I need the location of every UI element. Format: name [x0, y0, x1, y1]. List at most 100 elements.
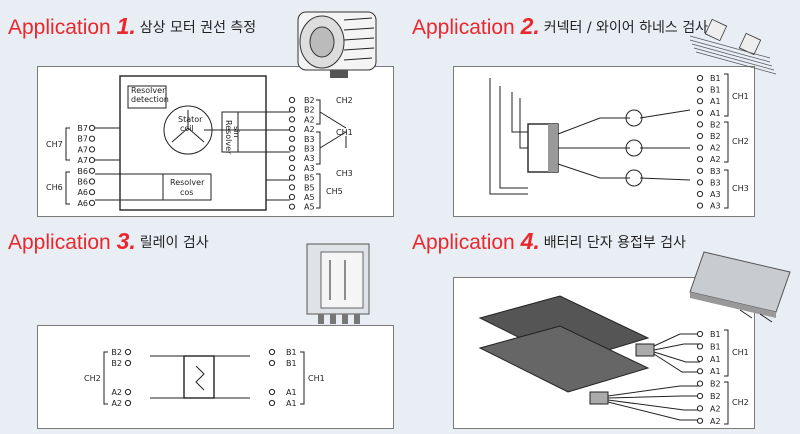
- svg-text:cos: cos: [180, 188, 193, 197]
- pin-label: A1: [710, 367, 721, 376]
- pin-label: A2: [710, 155, 721, 164]
- pin-label: B1: [710, 330, 721, 339]
- app3-panel: [37, 325, 394, 429]
- pin-terminal: [288, 184, 296, 191]
- pin-terminal: [696, 86, 704, 93]
- pin-terminal: [696, 202, 704, 209]
- pin-terminal: [696, 368, 704, 375]
- pin-terminal: [88, 124, 96, 132]
- pin-label: A2: [710, 144, 721, 153]
- svg-text:CH7: CH7: [46, 140, 63, 149]
- pin-label: B1: [710, 342, 721, 351]
- pin-terminal: [124, 399, 132, 407]
- svg-text:Resolver: Resolver: [170, 178, 205, 187]
- pin-label: B1: [286, 359, 297, 368]
- pin-terminal: [88, 199, 96, 206]
- svg-text:Stator: Stator: [178, 115, 203, 124]
- pin-label: B2: [304, 96, 315, 105]
- pin-terminal: [696, 355, 704, 362]
- pin-terminal: [288, 126, 296, 133]
- battery-illustration: [689, 251, 791, 323]
- pin-terminal: [288, 155, 296, 162]
- pin-label: B2: [304, 106, 315, 115]
- pin-terminal: [288, 145, 296, 152]
- pin-terminal: [268, 388, 276, 396]
- pin-label: A1: [286, 388, 297, 397]
- pin-terminal: [288, 203, 296, 210]
- svg-text:coil: coil: [180, 124, 194, 133]
- pin-label: A2: [111, 388, 122, 397]
- pin-label: B7: [77, 135, 88, 144]
- pin-label: B5: [304, 174, 315, 183]
- app2-title: Application 2.커넥터 / 와이어 하네스 검사: [412, 13, 708, 39]
- pin-label: B7: [77, 124, 88, 133]
- pin-label: A1: [710, 355, 721, 364]
- pin-terminal: [268, 359, 276, 367]
- pin-terminal: [696, 392, 704, 400]
- pin-label: B2: [710, 120, 721, 129]
- pin-terminal: [696, 144, 704, 151]
- svg-text:CH1: CH1: [732, 348, 749, 357]
- pin-terminal: [88, 189, 96, 196]
- app3-title: Application 3.릴레이 검사: [8, 228, 209, 254]
- pin-label: B2: [710, 380, 721, 389]
- pin-label: A6: [77, 199, 88, 208]
- pin-terminal: [268, 348, 276, 356]
- pin-terminal: [696, 98, 704, 105]
- pin-terminal: [288, 174, 296, 181]
- pin-terminal: [288, 135, 296, 142]
- pin-terminal: [696, 109, 704, 116]
- pin-terminal: [696, 343, 704, 350]
- pin-label: B1: [286, 348, 297, 357]
- pin-terminal: [88, 146, 96, 153]
- pin-label: A2: [111, 399, 122, 408]
- pin-terminal: [696, 74, 704, 82]
- pin-terminal: [288, 96, 296, 104]
- relay-illustration: [306, 243, 370, 324]
- pin-label: A3: [304, 164, 315, 173]
- pin-terminal: [696, 132, 704, 140]
- pin-terminal: [288, 106, 296, 113]
- pin-terminal: [124, 348, 132, 356]
- pin-label: A3: [304, 154, 315, 163]
- pin-label: A5: [304, 203, 315, 212]
- pin-label: A3: [710, 190, 721, 199]
- pin-label: B2: [111, 359, 122, 368]
- pin-terminal: [696, 156, 704, 163]
- svg-text:CH6: CH6: [46, 183, 63, 192]
- pin-label: A2: [304, 115, 315, 124]
- svg-text:CH2: CH2: [84, 374, 101, 383]
- app1-diagram: Resolver detection Stator coil Resolver …: [46, 75, 353, 212]
- pin-terminal: [88, 178, 96, 185]
- svg-text:CH2: CH2: [732, 137, 749, 146]
- pin-label: B2: [710, 392, 721, 401]
- pin-terminal: [696, 190, 704, 198]
- pin-terminal: [696, 179, 704, 186]
- pin-terminal: [288, 164, 296, 171]
- pin-label: A1: [710, 109, 721, 118]
- pin-terminal: [88, 167, 96, 174]
- pin-label: A3: [710, 202, 721, 211]
- pin-label: A2: [710, 417, 721, 426]
- pin-label: B2: [111, 348, 122, 357]
- pin-terminal: [696, 405, 704, 412]
- pin-terminal: [696, 417, 704, 424]
- motor-illustration: [297, 11, 377, 78]
- pin-label: A1: [710, 97, 721, 106]
- pin-terminal: [288, 193, 296, 201]
- pin-label: B3: [304, 135, 315, 144]
- svg-text:CH1: CH1: [732, 92, 749, 101]
- app1-panel: [37, 66, 394, 217]
- app4-title: Application 4.배터리 단자 용접부 검사: [412, 228, 686, 254]
- app1-title: Application 1.삼상 모터 권선 측정: [8, 13, 257, 39]
- pin-label: B3: [710, 178, 721, 187]
- svg-text:CH2: CH2: [732, 398, 749, 407]
- svg-text:CH2: CH2: [336, 96, 353, 105]
- pin-label: A7: [77, 145, 88, 154]
- pin-label: B6: [77, 178, 88, 187]
- pin-label: B3: [710, 167, 721, 176]
- svg-text:CH5: CH5: [326, 187, 343, 196]
- app2-panel: [453, 66, 755, 217]
